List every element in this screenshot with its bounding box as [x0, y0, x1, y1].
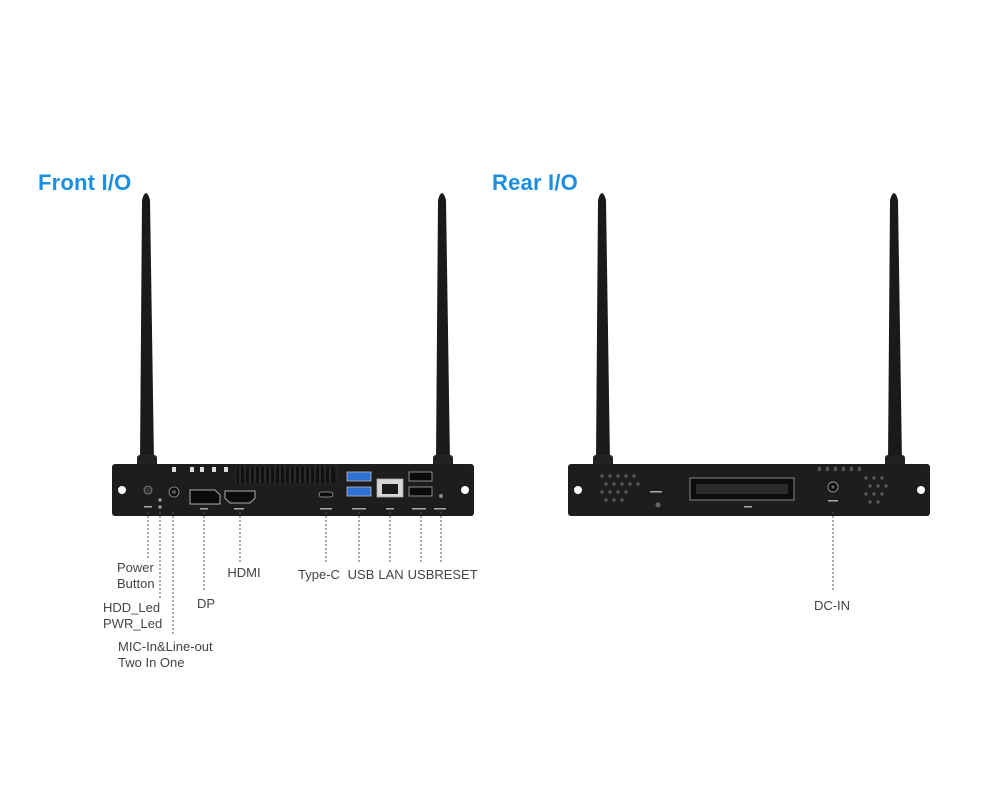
label-pwr-led: PWR_Led: [103, 616, 163, 631]
hdmi-port: [224, 490, 256, 504]
label-usb-2: USB: [407, 567, 435, 582]
pwr-led-port: [158, 505, 162, 509]
usb-port-2-bottom: [408, 486, 433, 497]
label-lan: LAN: [378, 567, 404, 582]
label-dp: DP: [196, 596, 216, 611]
label-reset: RESET: [434, 567, 478, 582]
rear-io-title: Rear I/O: [492, 170, 578, 195]
reset-port: [439, 494, 443, 498]
label-usb-1: USB: [347, 567, 375, 582]
label-hdmi: HDMI: [227, 565, 261, 580]
usb-port-1-bottom: [346, 486, 372, 497]
front-antenna-left: [137, 193, 157, 495]
dp-port: [189, 489, 221, 505]
hdd-led-port: [158, 498, 162, 502]
front-unit: [112, 193, 474, 516]
rear-antenna-left: [593, 193, 613, 469]
label-mic-line: MIC-In&Line-out Two In One: [118, 639, 213, 670]
rear-vent-right: [818, 467, 888, 504]
rear-antenna-right: [885, 193, 905, 469]
lan-port: [376, 478, 404, 498]
rear-unit: [568, 193, 930, 516]
power-button-port: [143, 485, 153, 495]
type-c-port: [318, 491, 334, 498]
rear-vent-left: [600, 474, 640, 502]
usb-port-1-top: [346, 471, 372, 482]
label-hdd-led: HDD_Led: [103, 600, 161, 615]
label-dc-in: DC-IN: [813, 598, 851, 613]
label-type-c: Type-C: [298, 567, 340, 582]
front-leader-lines: [147, 512, 442, 636]
label-power-button: Power Button: [117, 560, 155, 591]
usb-port-2-top: [408, 471, 433, 482]
label-leds: HDD_Led PWR_Led: [103, 600, 162, 632]
front-vent: [235, 465, 337, 485]
edge-connector: [689, 477, 795, 501]
front-io-title: Front I/O: [38, 170, 132, 195]
front-antenna-right: [433, 193, 453, 495]
